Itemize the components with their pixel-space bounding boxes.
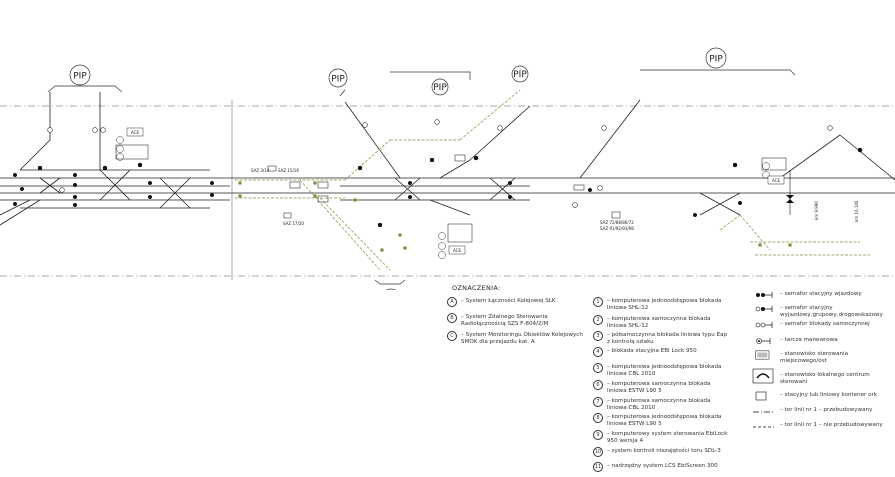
pip-label: PIP [433, 83, 447, 93]
legend-text: – semafor stacyjny wyjazdowy,grupowy,dro… [780, 305, 883, 318]
legend-text: – półsamoczynna blokada liniowa typu Eap… [607, 332, 728, 345]
legend-text: – komputerowa jednoodstępowa blokada lin… [607, 298, 722, 311]
legend-title: OZNACZENIA: [452, 284, 501, 292]
legend-key: 4 [593, 347, 603, 357]
km-label: km 10,140 [854, 200, 859, 222]
legend-text: – tarcza manewrowa [780, 337, 838, 343]
legend-text: – komputerowa jednoodstępowa blokada lin… [607, 364, 722, 377]
legend-text: – stacyjny lub liniowy kontener ork [780, 392, 878, 398]
existing-track-icon [753, 426, 774, 428]
legend-text: – semafor stacyjny wjazdowy [780, 291, 862, 297]
legend-key: A [447, 297, 457, 307]
pip-label: PIP [73, 72, 87, 82]
saz-label: SAZ 72/88/86/72 [600, 220, 634, 225]
exit-signal-icon [755, 306, 773, 312]
ace-label: ACE [453, 248, 461, 253]
boundary-lines [0, 105, 895, 277]
legend-key: 5 [593, 363, 603, 373]
pip-label: PIP [331, 75, 345, 85]
ace-label: ACE [131, 130, 139, 135]
pip-nodes [47, 47, 796, 290]
track-scheme-diagram: PIP PIP PIP PIP PIP PIP [0, 47, 895, 290]
station-labels: SAZ 3/14 SAZ 15/16 SAZ 17/20 SAZ 72/88/8… [251, 168, 859, 231]
pip-label: PIP [709, 55, 723, 65]
legend-key: 8 [593, 413, 603, 423]
olive-signals [238, 181, 792, 252]
control-center-icon [752, 368, 774, 384]
legend-text: – System Łączności Kolejowej SLK [461, 298, 556, 304]
legend-key: C [447, 331, 457, 341]
legend-text: – komputerowa samoczynna blokada liniowa… [607, 381, 711, 394]
legend-text: – komputerowa samoczynna blokada liniowa… [607, 398, 711, 411]
ace-badges: ACE ACE ACE [126, 127, 785, 255]
legend-text: – tor linii nr 1 – nie przebudowywany [780, 422, 883, 428]
km-label: km 9,990 [814, 201, 819, 220]
legend-text: – System Zdalnego Sterowania Radiołączno… [461, 314, 549, 327]
local-control-icon [755, 350, 770, 360]
legend-key: 1 [593, 297, 603, 307]
shunting-signal-icon [756, 338, 771, 344]
legend-key: 7 [593, 397, 603, 407]
rebuilt-track-icon [753, 411, 774, 413]
saz-label: SAZ 15/16 [278, 168, 299, 173]
legend-text: – blokada stacyjna EBI Lock 950 [607, 348, 697, 354]
entry-signal-icon [756, 292, 773, 298]
legend-key: 2 [593, 315, 603, 325]
main-tracks [0, 92, 895, 226]
legend-text: – komputerowa jednoodstępowa blokada lin… [607, 414, 722, 427]
pip-label: PIP [513, 70, 527, 80]
block-numbers [116, 136, 770, 259]
legend-text: – system kontroli niezajętości toru SDL-… [607, 448, 721, 454]
legend-key: B [447, 313, 457, 323]
legend-text: – komputerowy system sterowania EbiLock … [607, 431, 728, 444]
control-boxes [115, 144, 787, 243]
legend-key: 3 [593, 331, 603, 341]
open-signals [47, 119, 833, 208]
legend-text: – System Monitoringu Obiektów Kolejowych… [461, 332, 583, 345]
pip-labels: PIP PIP PIP PIP PIP PIP [73, 55, 723, 94]
legend-text: – tor linii nr 1 – przebudowywany [780, 407, 873, 413]
ace-label: ACE [772, 178, 780, 183]
block-signal-icon [755, 322, 773, 328]
legend-text: – semafor blokady samoczynnej [780, 321, 870, 327]
secondary-tracks [235, 89, 870, 271]
legend-key: 11 [593, 462, 603, 472]
saz-label: SAZ 17/20 [283, 221, 304, 226]
legend-key: 6 [593, 380, 603, 390]
level-crossing [786, 170, 794, 215]
legend-text: – stanowisko lokalnego centrum sterowani [780, 372, 870, 385]
saz-label: SAZ 91/92/93/98 [600, 226, 634, 231]
saz-label: SAZ 3/14 [251, 168, 270, 173]
legend-text: – nadrzędny system LCS EbiScreen 300 [607, 463, 718, 469]
legend-key: 9 [593, 430, 603, 440]
legend-key: 10 [593, 447, 603, 457]
signals [12, 147, 863, 228]
container-icon [755, 391, 767, 401]
legend-text: – komputerowa samoczynna blokada liniowa… [607, 316, 711, 329]
legend-text: – stanowisko sterowania miejscowego/ost [780, 351, 849, 364]
